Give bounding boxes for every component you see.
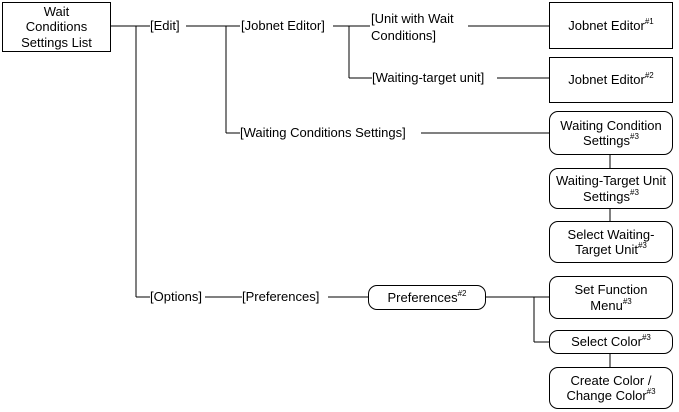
footnote-marker: #1 [644, 16, 654, 26]
preferences-window-text: Preferences [387, 289, 458, 305]
jobnet-editor-2-text: Jobnet Editor [568, 72, 645, 88]
menu-preferences: [Preferences] [242, 289, 320, 305]
footnote-marker: #2 [457, 288, 467, 298]
root-label-line2: Conditions [25, 19, 88, 35]
waiting-target-unit-settings-line1: Waiting-Target Unit [555, 173, 667, 189]
jobnet-editor-1-text: Jobnet Editor [568, 17, 645, 33]
select-color-text: Select Color [571, 334, 642, 350]
menu-edit: [Edit] [150, 18, 180, 34]
select-waiting-target-unit-line1: Select Waiting- [567, 226, 655, 242]
set-function-menu-window: Set Function Menu#3 [549, 276, 673, 319]
set-function-menu-line1: Set Function [574, 282, 648, 298]
set-function-menu-line2: Menu [590, 297, 623, 313]
select-waiting-target-unit-window: Select Waiting- Target Unit#3 [549, 221, 673, 263]
footnote-marker: #3 [622, 296, 632, 306]
footnote-marker: #3 [637, 241, 647, 250]
unit-with-wait-line2: Conditions] [371, 27, 437, 43]
select-color-window: Select Color#3 [549, 330, 673, 354]
wait-conditions-settings-list-box: Wait Conditions Settings List [2, 2, 111, 52]
waiting-target-unit-settings-window: Waiting-Target Unit Settings#3 [549, 168, 673, 209]
waiting-condition-settings-line1: Waiting Condition [560, 117, 662, 133]
waiting-condition-settings-line2: Settings [583, 133, 631, 148]
root-label-line1: Wait [43, 4, 70, 19]
menu-jobnet-editor: [Jobnet Editor] [241, 18, 325, 34]
waiting-target-unit-settings-line2: Settings [583, 188, 631, 204]
unit-with-wait-line1: [Unit with Wait [371, 11, 454, 26]
create-change-color-window: Create Color / Change Color#3 [549, 367, 673, 409]
footnote-marker: #3 [630, 132, 639, 141]
footnote-marker: #3 [641, 333, 651, 343]
menu-waiting-conditions-settings: [Waiting Conditions Settings] [240, 125, 406, 141]
menu-options: [Options] [150, 289, 203, 305]
preferences-window: Preferences#2 [368, 285, 486, 310]
footnote-marker: #2 [644, 71, 654, 81]
footnote-marker: #3 [630, 187, 639, 197]
create-change-color-line2: Change Color [566, 388, 647, 403]
jobnet-editor-window-2: Jobnet Editor#2 [549, 57, 673, 103]
jobnet-editor-window-1: Jobnet Editor#1 [549, 2, 673, 49]
select-waiting-target-unit-line2: Target Unit [575, 242, 638, 257]
footnote-marker: #3 [646, 387, 656, 396]
menu-waiting-target-unit: [Waiting-target unit] [372, 70, 485, 86]
menu-unit-with-wait-conditions: [Unit with Wait Conditions] [371, 11, 454, 45]
root-label-line3: Settings List [21, 34, 92, 50]
create-change-color-line1: Create Color / [570, 372, 652, 388]
waiting-condition-settings-window: Waiting Condition Settings#3 [549, 111, 673, 155]
